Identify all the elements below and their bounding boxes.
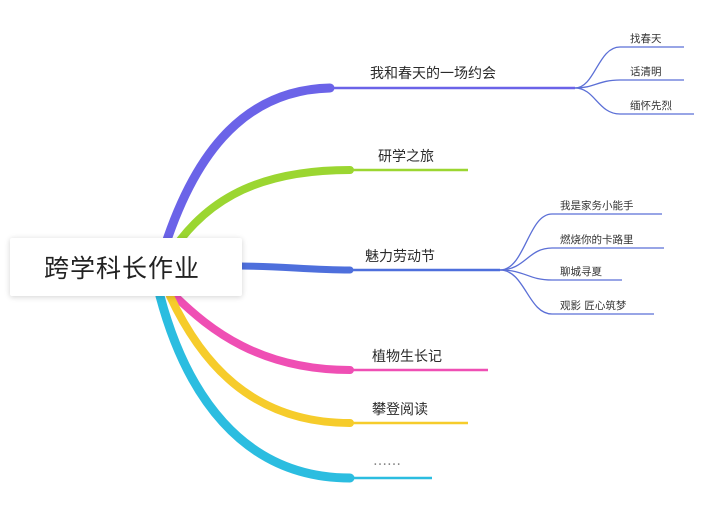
root-topic[interactable]: 跨学科长作业 xyxy=(10,238,242,296)
branch-connector-4 xyxy=(171,292,354,374)
branch-label-5[interactable]: 攀登阅读 xyxy=(372,402,428,418)
leaf-label-1-1[interactable]: 找春天 xyxy=(630,33,662,45)
leaf-connectors-1 xyxy=(574,46,694,115)
leaf-connector xyxy=(574,79,684,89)
leaf-connector xyxy=(499,247,664,271)
branch-label-6[interactable]: …… xyxy=(373,453,401,469)
branch-connector-6 xyxy=(155,291,355,483)
leaf-connector xyxy=(499,269,622,281)
leaf-connectors-3 xyxy=(499,213,664,315)
leaf-label-3-4[interactable]: 观影 匠心筑梦 xyxy=(560,300,627,312)
leaf-connector xyxy=(574,87,694,115)
leaf-connector xyxy=(499,269,654,315)
leaf-label-3-1[interactable]: 我是家务小能手 xyxy=(560,200,634,212)
leaf-connector xyxy=(499,213,662,271)
branch-label-3[interactable]: 魅力劳动节 xyxy=(365,249,435,265)
leaf-label-1-2[interactable]: 话清明 xyxy=(630,66,662,78)
leaf-label-1-3[interactable]: 缅怀先烈 xyxy=(630,100,672,112)
branch-connector-1 xyxy=(155,83,335,267)
leaf-label-3-3[interactable]: 聊城寻夏 xyxy=(560,266,602,278)
branch-label-2[interactable]: 研学之旅 xyxy=(378,149,434,165)
branch-label-1[interactable]: 我和春天的一场约会 xyxy=(370,66,496,82)
root-topic-label: 跨学科长作业 xyxy=(44,254,201,283)
branch-connector-5 xyxy=(166,292,354,427)
branch-connector-3 xyxy=(236,262,354,274)
leaf-label-3-2[interactable]: 燃烧你的卡路里 xyxy=(560,234,634,246)
branch-label-4[interactable]: 植物生长记 xyxy=(372,349,442,365)
leaf-connector xyxy=(574,46,684,89)
